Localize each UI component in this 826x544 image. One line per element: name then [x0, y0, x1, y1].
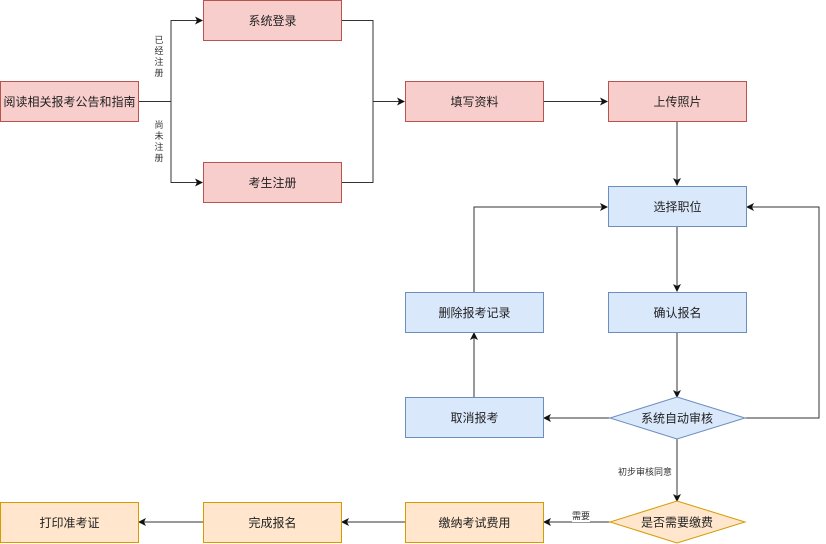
node-delete-record[interactable]: 删除报考记录: [405, 292, 544, 333]
label-need-fee[interactable]: 是否需要缴费: [640, 515, 714, 530]
label-auto-review[interactable]: 系统自动审核: [640, 411, 714, 426]
node-select-position[interactable]: 选择职位: [608, 186, 747, 227]
edge-review-loop: [745, 203, 820, 419]
node-read-notice[interactable]: 阅读相关报考公告和指南: [0, 81, 139, 122]
node-candidate-register[interactable]: 考生注册: [203, 162, 342, 203]
diamond-auto-review: [608, 396, 747, 440]
edge-label-need: 需要: [572, 509, 591, 522]
node-upload-photo[interactable]: 上传照片: [608, 81, 747, 122]
edge-label-registered: 已经注册: [154, 36, 164, 80]
diamond-need-fee: [608, 500, 747, 544]
edge-label-preliminary-approved: 初步审核同意: [618, 465, 673, 478]
node-pay-fee[interactable]: 缴纳考试费用: [405, 502, 544, 543]
edge-delete-to-select: [473, 203, 608, 292]
node-confirm-signup[interactable]: 确认报名: [608, 292, 747, 333]
edge-login-merge: [341, 20, 374, 183]
edge-label-not-registered: 尚未注册: [154, 121, 164, 165]
node-system-login[interactable]: 系统登录: [203, 0, 342, 41]
node-fill-info[interactable]: 填写资料: [405, 81, 544, 122]
node-print-ticket[interactable]: 打印准考证: [0, 502, 139, 543]
edge-to-register: [170, 101, 203, 187]
node-cancel-signup[interactable]: 取消报考: [405, 397, 544, 438]
node-complete-signup[interactable]: 完成报名: [203, 502, 342, 543]
edge-to-login: [170, 16, 203, 102]
